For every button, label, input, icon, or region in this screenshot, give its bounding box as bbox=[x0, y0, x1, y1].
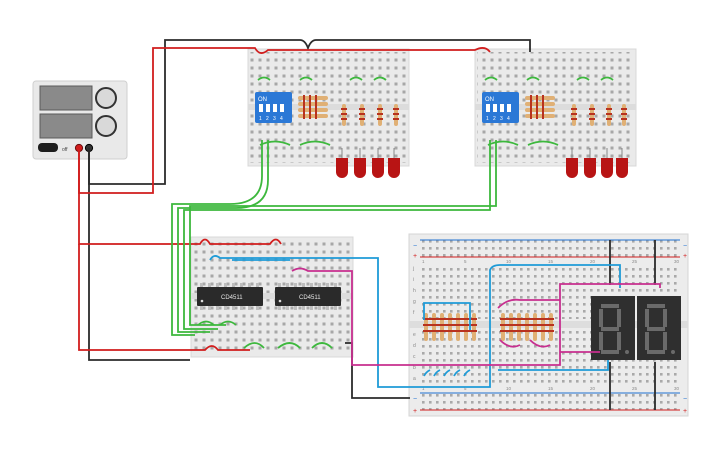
svg-text:+: + bbox=[413, 408, 417, 415]
column-number: 10 bbox=[506, 386, 512, 391]
led-2 bbox=[584, 158, 596, 178]
resistors-top-right bbox=[525, 95, 627, 126]
leds-left bbox=[336, 148, 400, 178]
column-number: 1 bbox=[422, 386, 425, 391]
resistors-top-left bbox=[298, 95, 399, 126]
dip-number-3: 3 bbox=[273, 116, 276, 122]
chip-cd4511-left[interactable]: CD4511 bbox=[197, 283, 263, 310]
power-supply[interactable]: off bbox=[32, 80, 128, 160]
led-3 bbox=[372, 158, 384, 178]
row-letter: a bbox=[413, 376, 416, 382]
svg-text:+: + bbox=[413, 253, 417, 260]
led-1 bbox=[566, 158, 578, 178]
led-4 bbox=[616, 158, 628, 178]
dip-on-label: ON bbox=[485, 97, 494, 103]
svg-text:−: − bbox=[413, 243, 417, 250]
row-letter: i bbox=[413, 277, 414, 283]
column-number: 1 bbox=[422, 259, 425, 264]
dip-number-2: 2 bbox=[493, 116, 496, 122]
led-3 bbox=[601, 158, 613, 178]
column-number: 5 bbox=[464, 259, 467, 264]
column-number: 25 bbox=[632, 386, 638, 391]
resistor-bank-right bbox=[500, 313, 554, 341]
row-letter: c bbox=[413, 354, 416, 360]
row-letter: j bbox=[412, 266, 414, 272]
led-1 bbox=[336, 158, 348, 178]
dip-number-3: 3 bbox=[500, 116, 503, 122]
svg-text:−: − bbox=[413, 396, 417, 403]
dip-number-4: 4 bbox=[280, 116, 283, 122]
row-letter: f bbox=[413, 310, 415, 316]
wires-black[interactable] bbox=[88, 39, 656, 410]
seven-segment-display-left bbox=[591, 296, 635, 360]
svg-text:−: − bbox=[683, 243, 687, 250]
dip-on-label: ON bbox=[258, 97, 267, 103]
column-number: 15 bbox=[548, 259, 554, 264]
led-4 bbox=[388, 158, 400, 178]
wires-red[interactable] bbox=[78, 47, 491, 351]
svg-text:+: + bbox=[683, 253, 687, 260]
dip-number-2: 2 bbox=[266, 116, 269, 122]
column-number: 5 bbox=[464, 386, 467, 391]
column-number: 25 bbox=[632, 259, 638, 264]
chip-cd4511-right[interactable]: CD4511 bbox=[275, 283, 341, 310]
column-number: 20 bbox=[590, 386, 596, 391]
voltage-knob[interactable] bbox=[95, 87, 117, 109]
column-number: 20 bbox=[590, 259, 596, 264]
dip-number-1: 1 bbox=[486, 116, 489, 122]
dip-switch-left[interactable]: ON 1 2 3 4 bbox=[255, 92, 292, 123]
chip-label: CD4511 bbox=[299, 295, 321, 301]
seven-segment-display-right bbox=[637, 296, 681, 360]
leds-right bbox=[566, 148, 628, 178]
led-2 bbox=[354, 158, 366, 178]
dip-number-4: 4 bbox=[507, 116, 510, 122]
wires-blue[interactable] bbox=[209, 255, 621, 388]
resistor-bank-left bbox=[423, 313, 477, 341]
row-letter: d bbox=[413, 343, 416, 349]
power-button[interactable] bbox=[38, 143, 58, 152]
dip-number-1: 1 bbox=[259, 116, 262, 122]
row-letter: g bbox=[413, 299, 416, 305]
row-letter: e bbox=[413, 332, 416, 338]
current-knob[interactable] bbox=[95, 115, 117, 137]
column-number: 30 bbox=[674, 259, 680, 264]
power-button-label: off bbox=[62, 147, 68, 153]
svg-text:−: − bbox=[683, 396, 687, 403]
column-number: 10 bbox=[506, 259, 512, 264]
row-letter: h bbox=[413, 288, 416, 294]
wires-magenta[interactable] bbox=[291, 267, 661, 366]
display-voltage bbox=[39, 85, 93, 111]
display-current bbox=[39, 113, 93, 139]
column-number: 15 bbox=[548, 386, 554, 391]
svg-text:+: + bbox=[683, 408, 687, 415]
wires-green[interactable] bbox=[171, 76, 614, 349]
column-number: 30 bbox=[674, 386, 680, 391]
chip-label: CD4511 bbox=[221, 295, 243, 301]
dip-switch-right[interactable]: ON 1 2 3 4 bbox=[482, 92, 519, 123]
row-letter: b bbox=[413, 365, 416, 371]
